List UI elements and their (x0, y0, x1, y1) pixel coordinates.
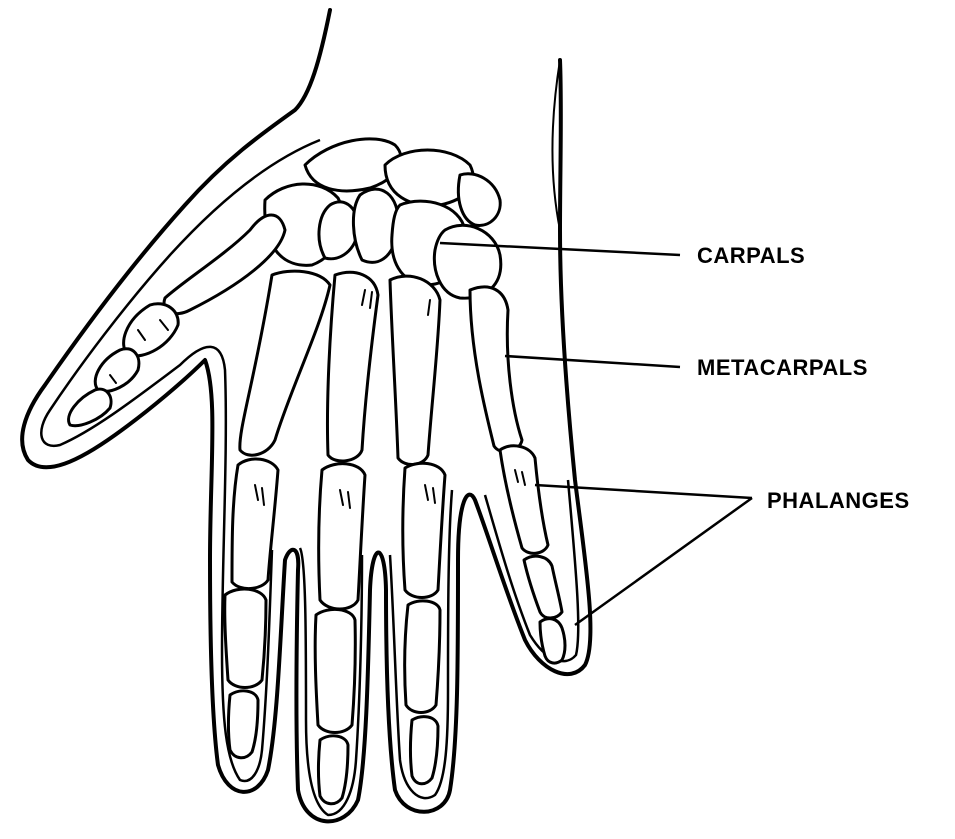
phalanges-leader-line-lower (575, 498, 752, 625)
metacarpals-label: METACARPALS (697, 355, 868, 381)
phalanges-label: PHALANGES (767, 488, 910, 514)
carpals-label: CARPALS (697, 243, 805, 269)
